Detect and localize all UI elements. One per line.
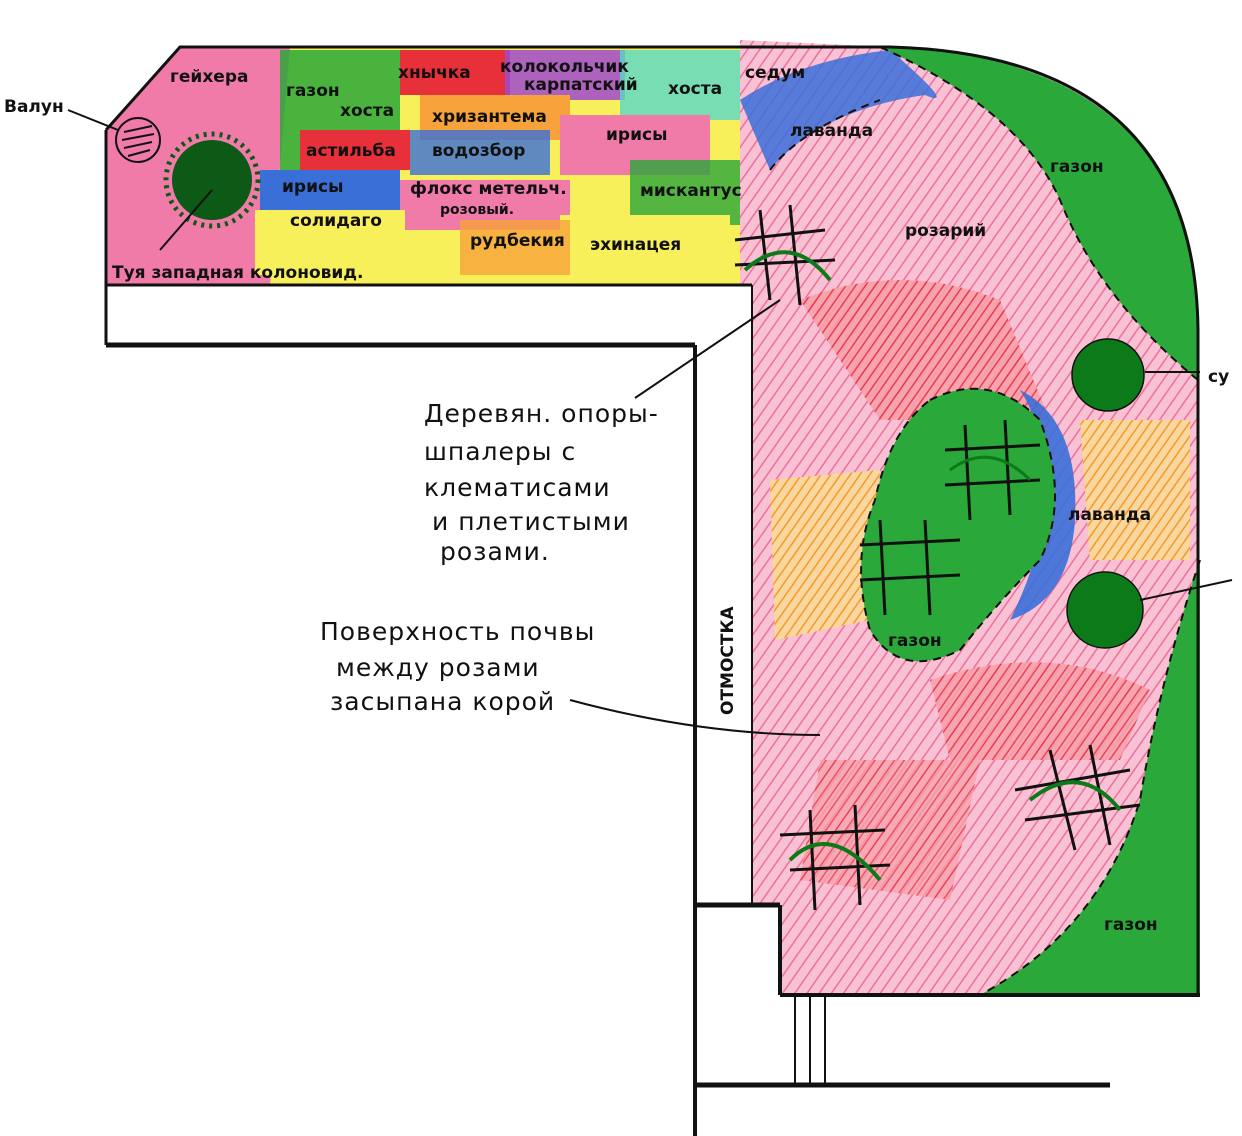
label-kolokolchik-1: колокольчик: [500, 57, 629, 77]
note-soil-line-3: засыпана корой: [330, 687, 555, 716]
note-supports-line-2: шпалеры с: [424, 437, 576, 466]
trellis-top: [734, 204, 836, 306]
label-floks-2: розовый.: [440, 202, 514, 218]
label-lavanda-top: лаванда: [790, 121, 873, 141]
note-soil-line-1: Поверхность почвы: [320, 617, 595, 646]
label-tuya: Туя западная колоновид.: [112, 263, 364, 283]
label-gazon-top: газон: [286, 81, 340, 101]
label-gazon-mid: газон: [888, 631, 942, 651]
label-khosta-1: хоста: [340, 101, 394, 121]
label-irisy-top: ирисы: [606, 125, 667, 145]
label-rudbekiya: рудбекия: [470, 231, 565, 251]
outline-walls: [104, 45, 1201, 1136]
note-supports: Деревян. опоры- шпалеры с клематисами и …: [424, 399, 659, 566]
label-rozariy: розарий: [905, 221, 986, 241]
label-miskantus: мискантус: [640, 181, 742, 201]
label-irisy-left: ирисы: [282, 177, 343, 197]
note-supports-line-3: клематисами: [424, 473, 611, 502]
trellis-bottom-left: [779, 804, 891, 911]
label-gazon-bottom: газон: [1104, 915, 1158, 935]
note-soil: Поверхность почвы между розами засыпана …: [320, 617, 595, 716]
trellis-center-right: [944, 419, 1041, 521]
tuya-shrub: [163, 131, 261, 229]
leader-lines: [67, 109, 1233, 736]
right-shrub-top: [1071, 338, 1145, 412]
label-lavanda-mid: лаванда: [1068, 505, 1151, 525]
label-vodosbor: водозбор: [432, 141, 525, 161]
note-supports-line-1: Деревян. опоры-: [424, 399, 659, 428]
label-edge-su: су: [1208, 367, 1229, 387]
trellis-bottom-right: [1014, 744, 1141, 851]
label-otmostka: ОТМОСТКА: [718, 606, 738, 715]
label-solidago: солидаго: [290, 211, 382, 231]
label-valun: Валун: [4, 97, 64, 117]
label-sedum: седум: [745, 63, 805, 83]
label-astilba: астильба: [306, 141, 396, 161]
note-soil-line-2: между розами: [336, 653, 540, 682]
valun-boulder: [115, 117, 161, 163]
label-ekhinatseya: эхинацея: [590, 235, 681, 255]
label-khrizantema: хризантема: [432, 107, 547, 127]
label-kholodok: хнычка: [398, 63, 471, 83]
label-geykhera: гейхера: [170, 67, 248, 87]
label-gazon-right: газон: [1050, 157, 1104, 177]
label-kolokolchik-2: карпатский: [524, 75, 638, 95]
trellis-center-left: [859, 519, 961, 616]
right-shrub-bottom: [1066, 571, 1144, 649]
label-khosta-2: хоста: [668, 79, 722, 99]
note-supports-line-5: розами.: [440, 537, 550, 566]
note-supports-line-4: и плетистыми: [432, 507, 630, 536]
label-floks-1: флокс метельч.: [410, 179, 567, 199]
plant-labels: Валун гейхера газон хоста хнычка колокол…: [4, 57, 1229, 935]
